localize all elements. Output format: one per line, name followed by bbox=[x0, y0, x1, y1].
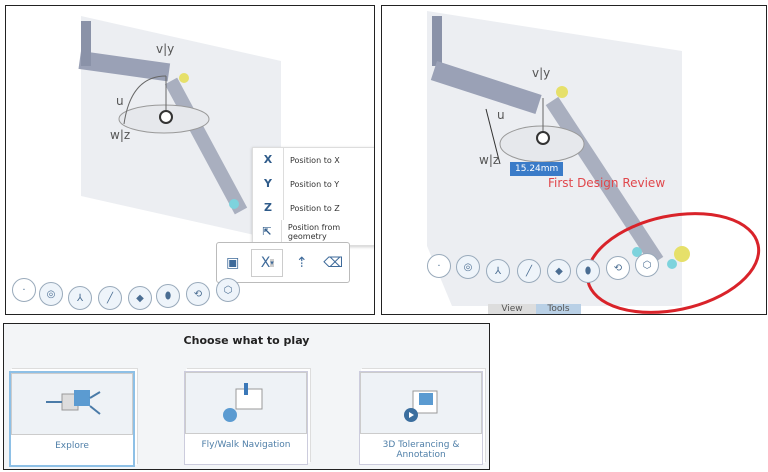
plane-icon: ◆ bbox=[555, 265, 563, 277]
cylinder-button[interactable]: ⬮ bbox=[576, 259, 600, 283]
chooser-dialog: Choose what to play Explore Fly/Walk Nav… bbox=[3, 323, 490, 470]
positioning-toolbar: ▣ X▾ ⇡ ⌫ bbox=[216, 242, 350, 283]
menu-item-position-x[interactable]: X Position to X bbox=[253, 148, 374, 172]
line-button[interactable]: ╱ bbox=[98, 286, 122, 310]
circle-button[interactable]: ◎ bbox=[456, 255, 480, 279]
circle-icon: ◎ bbox=[46, 288, 56, 300]
arm-upper bbox=[430, 61, 542, 115]
menu-item-position-y[interactable]: Y Position to Y bbox=[253, 172, 374, 196]
position-z-icon: Z bbox=[253, 196, 284, 220]
menu-item-label: Position from geometry bbox=[287, 223, 341, 241]
left-model-scene bbox=[78, 16, 281, 241]
axis-label-v: v|y bbox=[156, 42, 175, 56]
axis-label-w: w|z bbox=[110, 128, 131, 142]
arm-lower bbox=[164, 77, 248, 215]
snap-button[interactable]: ▣ bbox=[220, 250, 246, 276]
option-tolerancing[interactable]: 3D Tolerancing & Annotation bbox=[359, 371, 483, 465]
menu-item-position-geometry[interactable]: ⇱ Position from geometry bbox=[253, 220, 374, 244]
eraser-button[interactable]: ⌫ bbox=[320, 250, 346, 276]
rotate-button[interactable]: ⟲ bbox=[606, 256, 630, 280]
menu-item-label: Position to Y bbox=[290, 179, 340, 189]
cube-icon: ⬡ bbox=[642, 259, 652, 271]
axis-label-u: u bbox=[497, 108, 505, 122]
translate-button[interactable]: ⇡ bbox=[289, 250, 315, 276]
point-button[interactable]: · bbox=[12, 278, 36, 302]
position-geometry-icon: ⇱ bbox=[253, 220, 282, 244]
measurement-label: 15.24mm bbox=[510, 162, 564, 176]
point-button[interactable]: · bbox=[427, 254, 451, 278]
axes-icon: ⅄ bbox=[76, 292, 84, 304]
point-icon: · bbox=[22, 284, 26, 296]
snap-icon: ▣ bbox=[226, 254, 240, 271]
right-3d-viewport[interactable]: v|y u w|z 15.24mm First Design Review · … bbox=[381, 5, 767, 315]
plane-button[interactable]: ◆ bbox=[128, 286, 152, 310]
chevron-down-icon: ▾ bbox=[270, 258, 274, 267]
option-explore[interactable]: Explore bbox=[9, 371, 135, 467]
arm-lower bbox=[545, 96, 664, 266]
option-label: 3D Tolerancing & Annotation bbox=[382, 440, 460, 460]
point-icon: · bbox=[437, 260, 441, 272]
axes-icon: ⅄ bbox=[494, 265, 502, 277]
circle-icon: ◎ bbox=[463, 261, 473, 273]
axis-label-v: v|y bbox=[532, 66, 551, 80]
annotation-text[interactable]: First Design Review bbox=[548, 176, 666, 190]
rotate-icon: ⟲ bbox=[613, 262, 623, 274]
right-model-scene bbox=[427, 11, 761, 314]
cylinder-icon: ⬮ bbox=[164, 290, 172, 302]
translate-icon: ⇡ bbox=[295, 254, 308, 271]
option-label: Fly/Walk Navigation bbox=[201, 440, 291, 450]
axis-label-w: w|z bbox=[479, 153, 500, 167]
arm-upper bbox=[78, 51, 171, 82]
eraser-icon: ⌫ bbox=[323, 254, 344, 271]
line-icon: ╱ bbox=[106, 292, 114, 304]
tab-view[interactable]: View bbox=[488, 304, 536, 314]
fly-walk-icon bbox=[185, 372, 307, 434]
plane-icon: ◆ bbox=[136, 292, 144, 304]
plane-button[interactable]: ◆ bbox=[547, 259, 571, 283]
explore-icon bbox=[11, 373, 133, 435]
cylinder-icon: ⬮ bbox=[584, 265, 592, 277]
cube-icon: ⬡ bbox=[223, 284, 233, 296]
axes-button[interactable]: ⅄ bbox=[486, 259, 510, 283]
axis-label-u: u bbox=[116, 94, 124, 108]
cylinder-button[interactable]: ⬮ bbox=[156, 284, 180, 308]
option-fly-walk[interactable]: Fly/Walk Navigation bbox=[184, 371, 308, 465]
chooser-title: Choose what to play bbox=[183, 334, 310, 347]
option-label: Explore bbox=[55, 441, 89, 451]
line-icon: ╱ bbox=[525, 265, 533, 277]
position-x-dropdown-button[interactable]: X▾ bbox=[251, 248, 284, 277]
position-y-icon: Y bbox=[253, 172, 284, 196]
position-x-icon: X bbox=[253, 148, 284, 172]
cube-button[interactable]: ⬡ bbox=[635, 253, 659, 277]
tab-tools[interactable]: Tools bbox=[536, 304, 581, 314]
circle-button[interactable]: ◎ bbox=[39, 282, 63, 306]
line-button[interactable]: ╱ bbox=[517, 259, 541, 283]
rotate-icon: ⟲ bbox=[193, 288, 203, 300]
cube-button[interactable]: ⬡ bbox=[216, 278, 240, 302]
axes-button[interactable]: ⅄ bbox=[68, 286, 92, 310]
rotate-button[interactable]: ⟲ bbox=[186, 282, 210, 306]
position-x-icon: X bbox=[260, 254, 271, 271]
tolerancing-icon bbox=[360, 372, 482, 434]
menu-item-label: Position to X bbox=[290, 155, 340, 165]
menu-item-position-z[interactable]: Z Position to Z bbox=[253, 196, 374, 220]
menu-item-label: Position to Z bbox=[290, 203, 340, 213]
